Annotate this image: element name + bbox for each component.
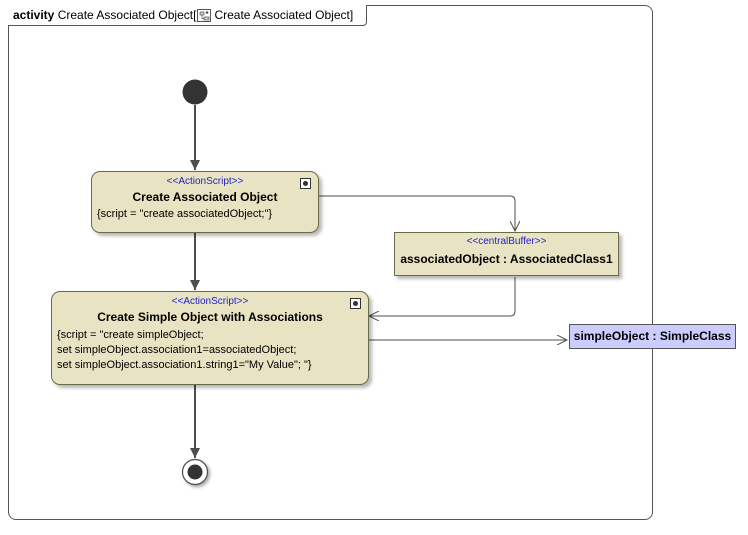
action1-name: Create Associated Object <box>132 190 278 204</box>
subactivity-icon <box>350 298 361 309</box>
buffer-stereotype: <<centralBuffer>> <box>466 236 547 247</box>
object-flow-action1-to-buffer[interactable] <box>319 195 515 231</box>
action1-stereotype: <<ActionScript>> <box>166 176 244 187</box>
frame-name: Create Associated Object <box>57 8 194 22</box>
action2-name: Create Simple Object with Associations <box>97 310 323 324</box>
subactivity-icon <box>300 178 311 189</box>
frame-close-bracket: ] <box>349 8 354 22</box>
initial-node[interactable] <box>182 79 208 105</box>
action-create-associated-object[interactable]: <<ActionScript>> Create Associated Objec… <box>91 171 319 233</box>
action1-script: {script = "create associatedObject;"} <box>97 208 273 220</box>
action-create-simple-object-with-associations[interactable]: <<ActionScript>> Create Simple Object wi… <box>51 291 369 385</box>
action2-stereotype: <<ActionScript>> <box>171 296 249 307</box>
buffer-name: associatedObject : AssociatedClass1 <box>400 252 613 266</box>
frame-keyword: activity <box>13 8 55 22</box>
frame-header: activity Create Associated Object[Create… <box>8 5 367 26</box>
output-object-node[interactable]: simpleObject : SimpleClass <box>569 324 736 349</box>
frame-open-bracket: [ <box>193 8 197 22</box>
object-flow-buffer-to-action2[interactable] <box>369 277 516 316</box>
activity-final-node[interactable] <box>181 458 209 486</box>
action2-script: {script = "create simpleObject; set simp… <box>57 329 312 371</box>
output-name: simpleObject : SimpleClass <box>573 329 732 343</box>
activity-diagram-icon <box>197 9 212 22</box>
central-buffer-node[interactable]: <<centralBuffer>> associatedObject : Ass… <box>394 232 619 276</box>
frame-tab-label: Create Associated Object <box>214 8 350 22</box>
